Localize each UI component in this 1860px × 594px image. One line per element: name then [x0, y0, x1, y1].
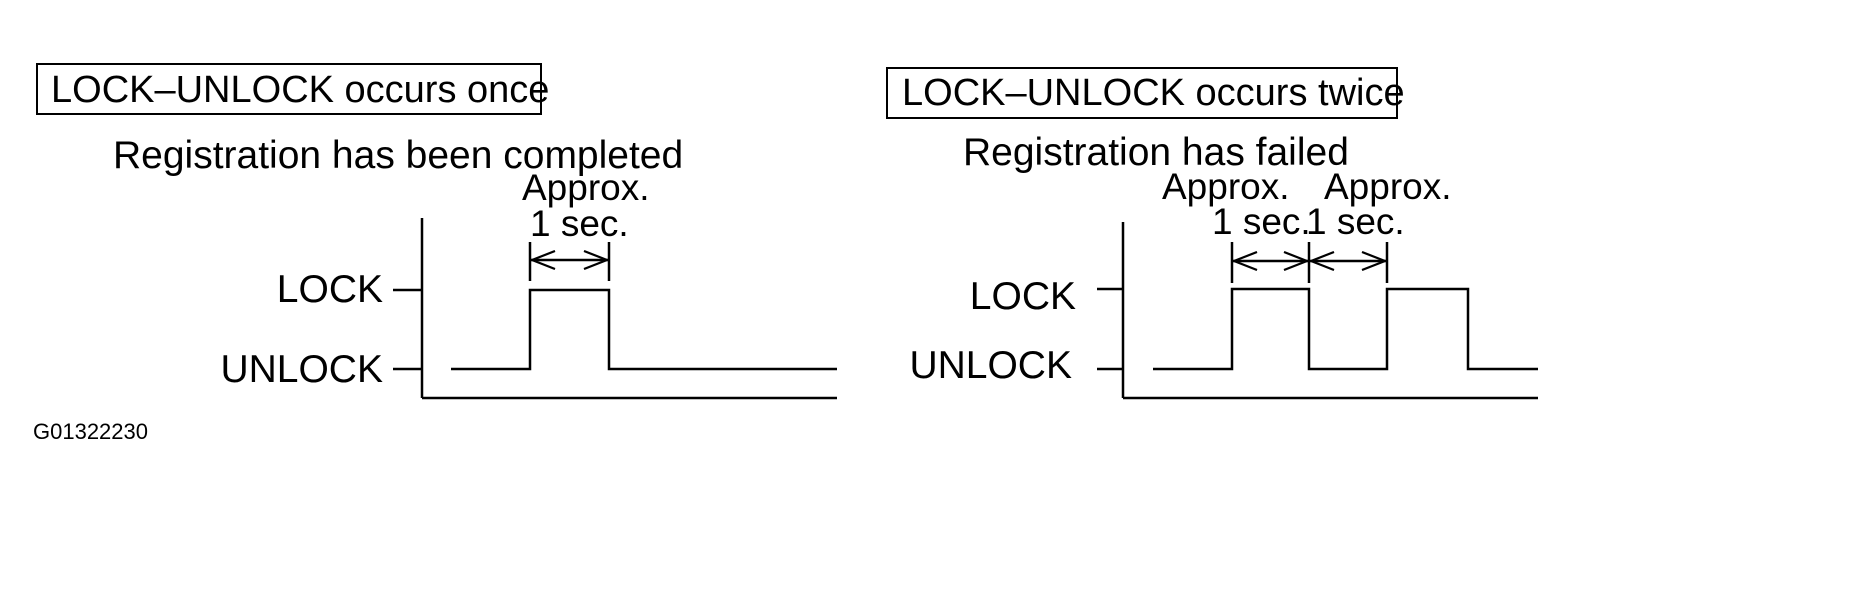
- right-panel: LOCK–UNLOCK occurs twice Registration ha…: [886, 67, 1538, 400]
- left-pulse-1-approx-label: Approx.: [522, 167, 650, 208]
- left-subtitle: Registration has been completed: [113, 134, 683, 177]
- figure-id: G01322230: [33, 419, 148, 444]
- right-pulse-2-duration-label: 1 sec.: [1306, 201, 1405, 242]
- right-title-box: [886, 67, 1398, 119]
- left-waveform: [451, 288, 837, 371]
- left-title-box: [36, 63, 542, 115]
- right-unlock-label: UNLOCK: [909, 344, 1072, 387]
- right-pulse-1-duration-label: 1 sec.: [1212, 201, 1311, 242]
- right-title: LOCK–UNLOCK occurs twice: [902, 72, 1405, 114]
- left-lock-label: LOCK: [277, 268, 383, 311]
- right-pulse-2-approx-label: Approx.: [1324, 166, 1452, 207]
- right-subtitle: Registration has failed: [963, 131, 1349, 174]
- right-waveform: [1153, 287, 1538, 371]
- left-unlock-label: UNLOCK: [220, 348, 383, 391]
- left-title: LOCK–UNLOCK occurs once: [51, 69, 549, 111]
- left-panel: LOCK–UNLOCK occurs once Registration has…: [36, 63, 837, 400]
- right-lock-label: LOCK: [970, 275, 1076, 318]
- right-pulse-1-approx-label: Approx.: [1162, 166, 1290, 207]
- left-pulse-1-duration-label: 1 sec.: [530, 203, 629, 244]
